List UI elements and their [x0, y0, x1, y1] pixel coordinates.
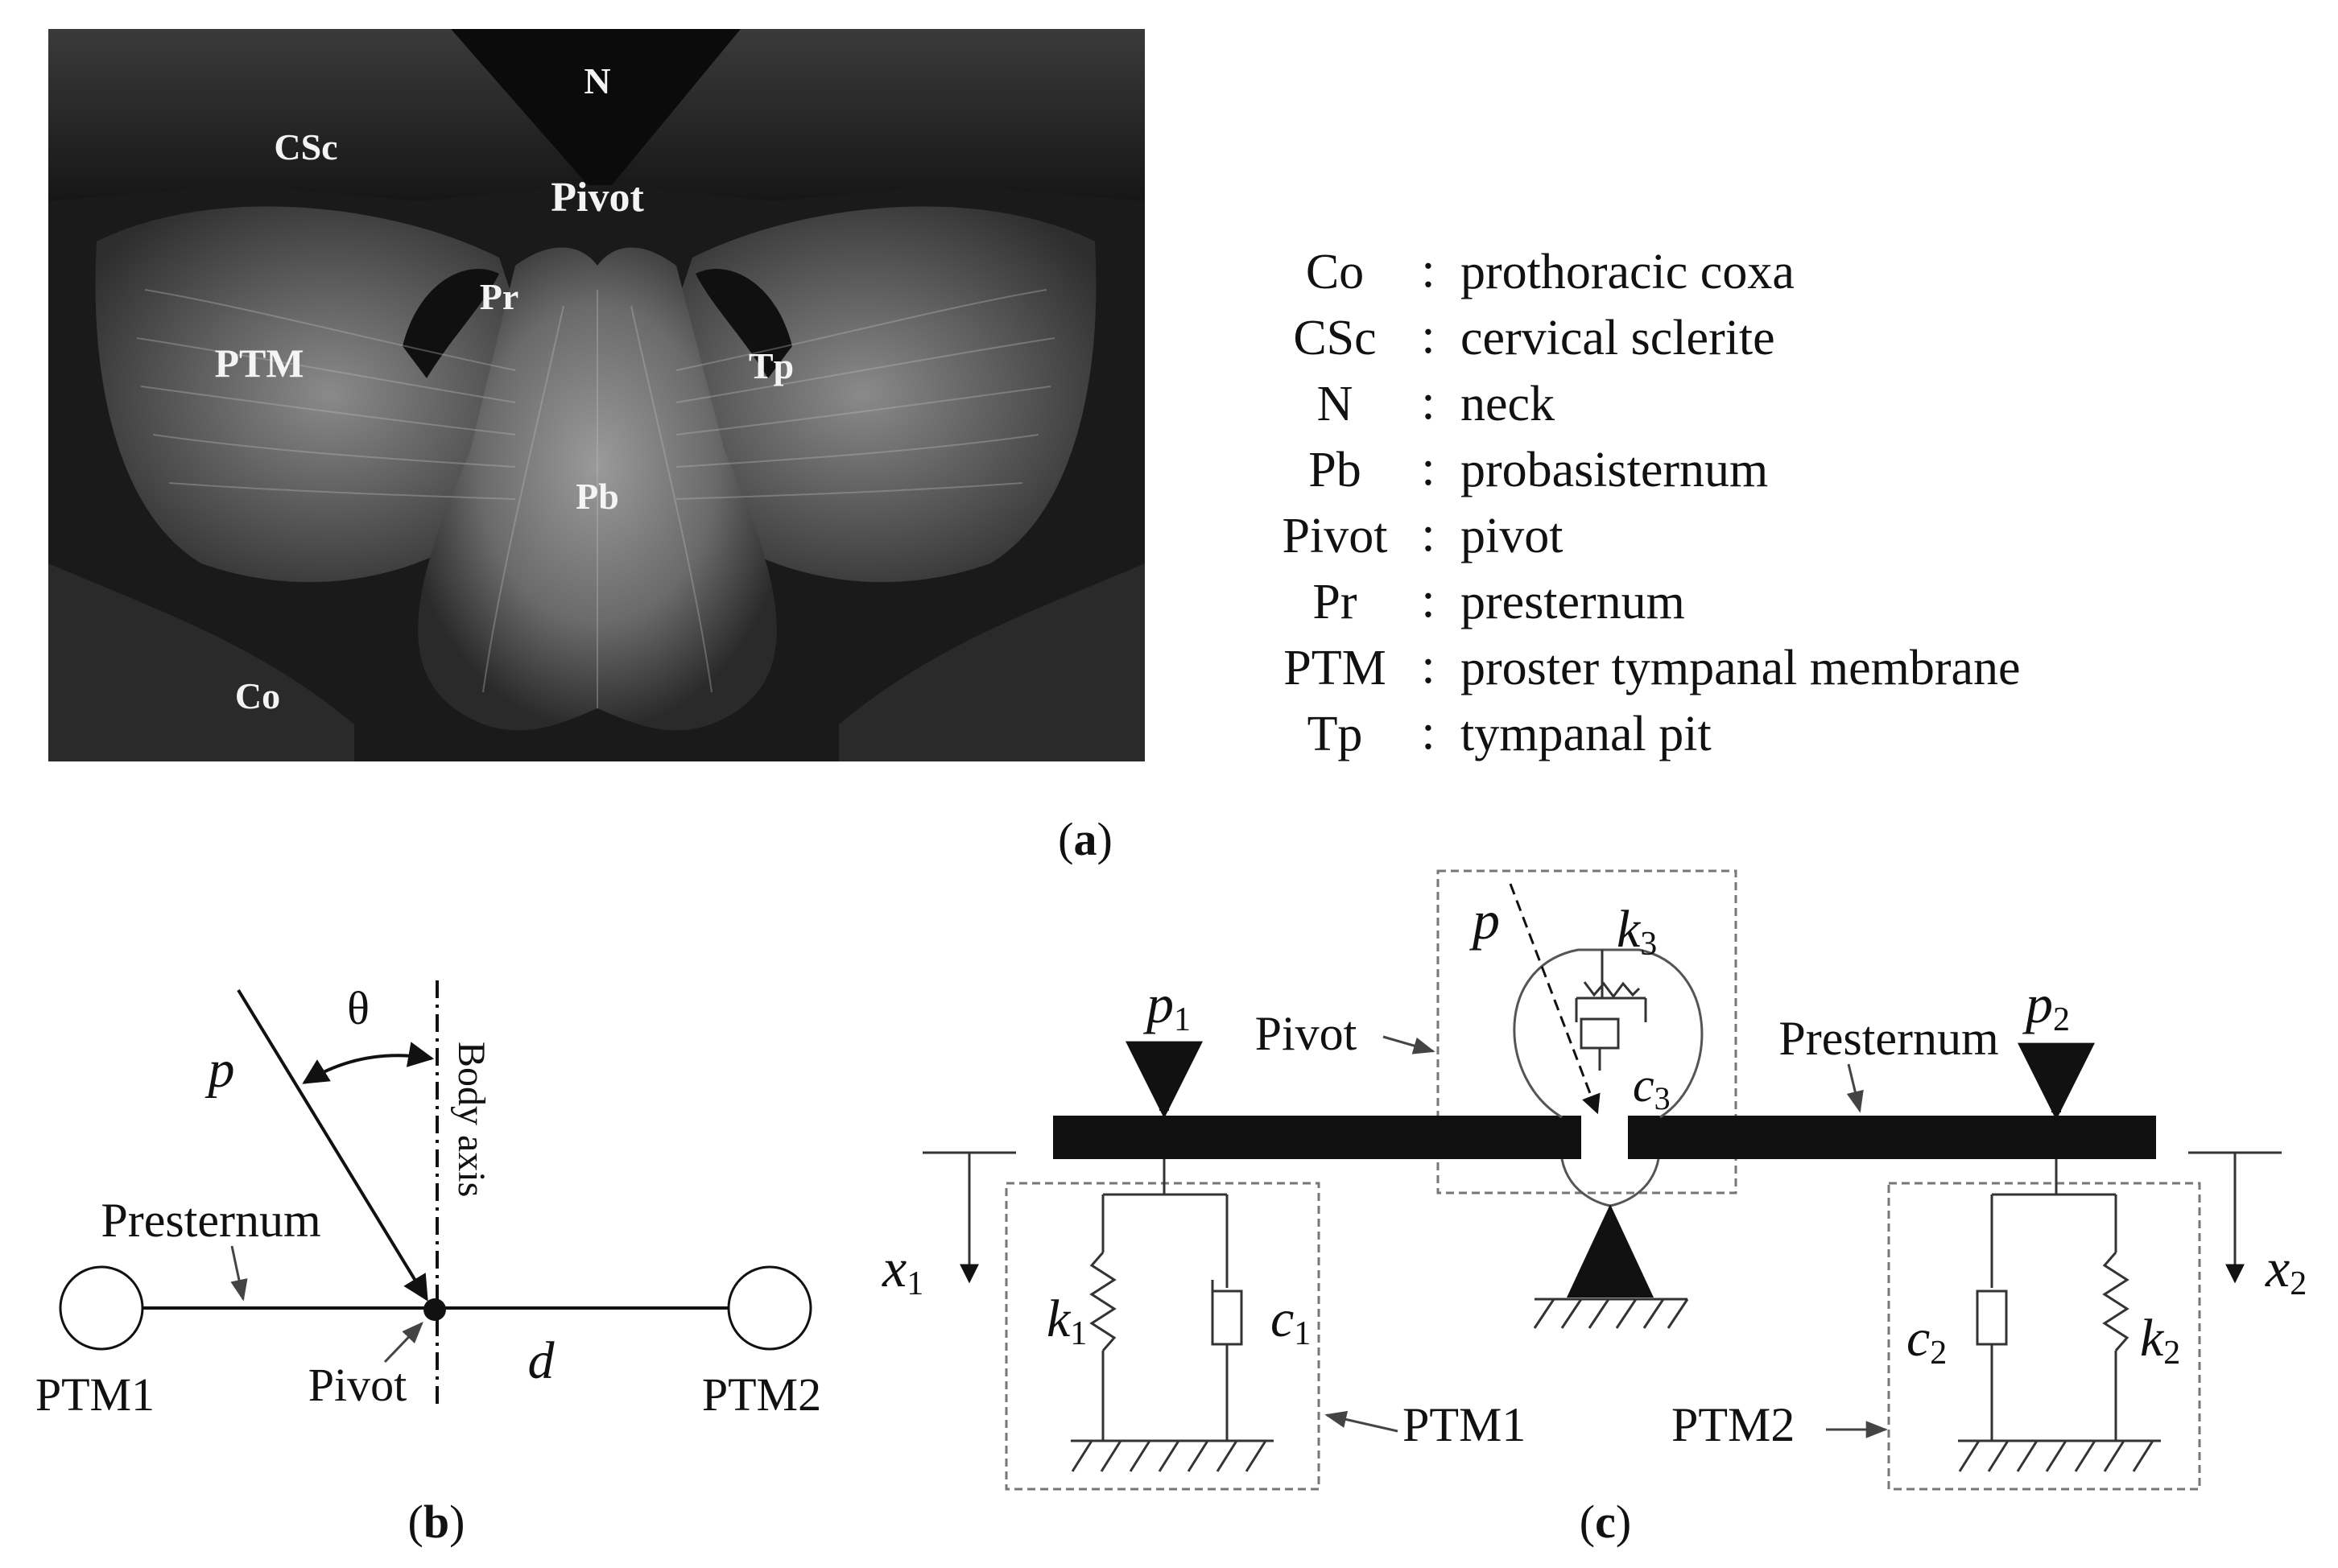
ptm1-spring-damper — [1071, 1159, 1274, 1472]
caption-b: (b) — [408, 1496, 465, 1548]
c1-label: c1 — [1270, 1289, 1311, 1352]
legend-desc: prothoracic coxa — [1460, 245, 1795, 299]
legend-sep: : — [1421, 705, 1435, 760]
legend-row: Pb : probasisternum — [1308, 441, 1768, 497]
legend-abbr: Pb — [1308, 443, 1361, 497]
legend-abbr: Pivot — [1283, 509, 1388, 563]
legend-abbr: Co — [1306, 245, 1364, 299]
k3-c3-element — [1575, 950, 1647, 1071]
caption-c: (c) — [1580, 1496, 1631, 1548]
legend-abbr: Pr — [1312, 575, 1357, 629]
presternum-label: Presternum — [101, 1194, 320, 1247]
photo-label-pr: Pr — [480, 276, 519, 317]
panel-b-diagram: θ p Body axis Presternum Pivot d PTM1 PT… — [35, 980, 821, 1421]
ptm1-label: PTM1 — [35, 1368, 155, 1421]
panel-a-legend: Co : prothoracic coxa CSc : cervical scl… — [1283, 243, 2021, 761]
presternum-leader — [230, 1245, 248, 1302]
photo-label-csc: CSc — [274, 126, 337, 167]
pivot-box — [1436, 869, 1737, 1195]
legend-desc: cervical sclerite — [1460, 311, 1775, 365]
photo-label-pivot: Pivot — [551, 175, 644, 221]
legend-row: Pivot : pivot — [1283, 507, 1563, 563]
legend-sep: : — [1421, 243, 1435, 298]
legend-desc: probasisternum — [1460, 443, 1768, 497]
force-line-p — [237, 988, 428, 1302]
photo-label-tp: Tp — [749, 345, 794, 386]
pivot-joint-lower — [1560, 1158, 1660, 1207]
force-p-dashed — [1509, 883, 1601, 1115]
pivot-leader — [383, 1322, 423, 1364]
legend-row: N : neck — [1317, 375, 1555, 431]
ptm2-spring-damper — [1958, 1159, 2161, 1472]
beam-right — [1628, 1116, 2156, 1159]
p-label-c: p — [1469, 889, 1500, 951]
ptm1-box — [1005, 1182, 1320, 1491]
presternum-leader-c — [1846, 1063, 1864, 1113]
beam-left — [1053, 1116, 1581, 1159]
legend-row: Tp : tympanal pit — [1307, 705, 1712, 761]
pivot-joint — [1513, 948, 1704, 1119]
legend-sep: : — [1421, 375, 1435, 430]
legend-sep: : — [1421, 309, 1435, 364]
theta-arc — [302, 1042, 435, 1084]
photo-label-ptm: PTM — [214, 340, 304, 386]
legend-desc: pivot — [1460, 509, 1563, 563]
caption-a: (a) — [1058, 813, 1113, 865]
pivot-leader-c — [1382, 1035, 1435, 1054]
x2-label: x2 — [2265, 1237, 2307, 1302]
legend-row: Co : prothoracic coxa — [1306, 243, 1795, 299]
panel-c-diagram: p k3 c3 p1 p2 Pivot Presternum x1 x2 k1 … — [882, 869, 2307, 1491]
ptm2-circle — [727, 1265, 812, 1351]
p-label: p — [205, 1040, 235, 1099]
x2-reference — [2188, 1151, 2282, 1284]
legend-abbr: CSc — [1293, 311, 1376, 365]
ptm2-label: PTM2 — [702, 1368, 821, 1421]
presternum-label-c: Presternum — [1778, 1012, 1998, 1065]
legend-desc: proster tympanal membrane — [1460, 641, 2021, 695]
photo-label-n: N — [584, 60, 610, 101]
photo-label-co: Co — [235, 675, 280, 716]
legend-sep: : — [1421, 507, 1435, 562]
legend-row: Pr : presternum — [1312, 573, 1684, 629]
k2-label: k2 — [2140, 1309, 2180, 1372]
ptm1-circle — [59, 1265, 144, 1351]
p2-label: p2 — [2022, 973, 2070, 1038]
legend-abbr: PTM — [1283, 641, 1386, 695]
fulcrum-hatch — [1533, 1298, 1689, 1329]
p1-label: p1 — [1143, 973, 1191, 1038]
d-label: d — [528, 1331, 556, 1390]
legend-desc: neck — [1460, 377, 1555, 431]
k3-label: k3 — [1617, 900, 1657, 963]
x1-reference — [923, 1151, 1016, 1284]
ptm1-label-c: PTM1 — [1402, 1398, 1526, 1451]
legend-abbr: Tp — [1307, 707, 1363, 761]
ptm2-box — [1887, 1182, 2201, 1491]
c2-label: c2 — [1906, 1309, 1947, 1372]
legend-row: CSc : cervical sclerite — [1293, 309, 1774, 365]
pivot-label-c: Pivot — [1255, 1007, 1357, 1060]
legend-desc: tympanal pit — [1460, 707, 1712, 761]
theta-label: θ — [347, 982, 370, 1034]
fulcrum-triangle — [1567, 1204, 1654, 1298]
pivot-label: Pivot — [308, 1359, 407, 1411]
c3-label: c3 — [1633, 1058, 1671, 1116]
pivot-dot — [423, 1298, 446, 1321]
legend-desc: presternum — [1460, 575, 1685, 629]
legend-sep: : — [1421, 639, 1435, 694]
legend-sep: : — [1421, 441, 1435, 496]
legend-sep: : — [1421, 573, 1435, 628]
panel-a-photo: N CSc Pivot Pr PTM Tp Pb Co — [48, 29, 1145, 761]
x1-label: x1 — [882, 1237, 923, 1302]
ptm1-leader — [1324, 1410, 1398, 1433]
legend-row: PTM : proster tympanal membrane — [1283, 639, 2020, 695]
body-axis-label: Body axis — [450, 1042, 493, 1197]
k1-label: k1 — [1047, 1289, 1087, 1352]
ptm2-label-c: PTM2 — [1671, 1398, 1795, 1451]
photo-label-pb: Pb — [576, 476, 619, 517]
legend-abbr: N — [1317, 377, 1353, 431]
